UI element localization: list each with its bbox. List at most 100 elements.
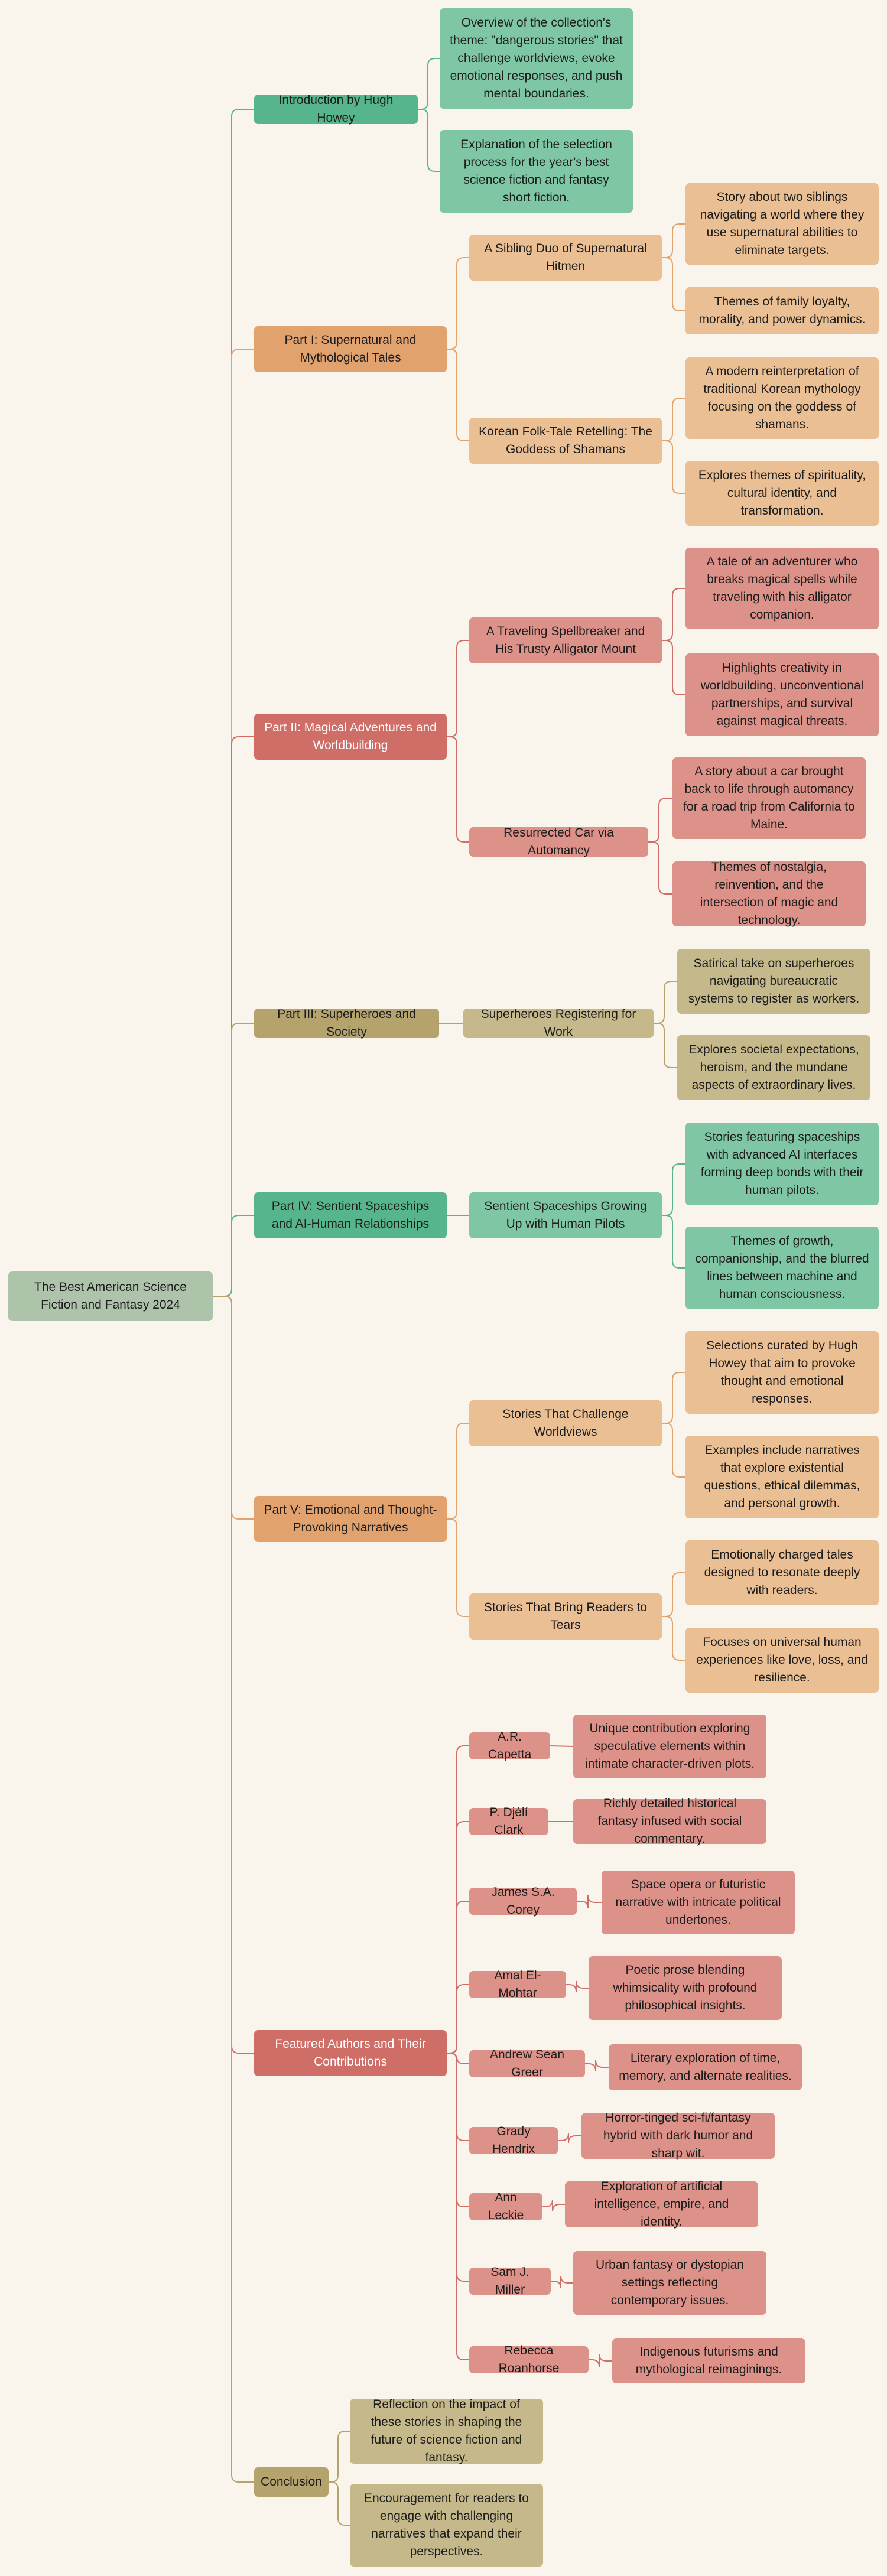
topic-connector-2-0-1 (662, 640, 685, 695)
detail-examples-include-narratives-that-explore-label: Examples include narratives that explore… (704, 1443, 860, 1510)
branch-part-iii-superheroes-and-society: Part III: Superheroes and Society (254, 1007, 439, 1039)
topic-connector-3-0-0 (654, 981, 677, 1024)
topic-sentient-spaceships-growing-up-with-huma: Sentient Spaceships Growing Up with Huma… (469, 1192, 662, 1238)
detail-poetic-prose-blending-whimsicality-with--label: Poetic prose blending whimsicality with … (613, 1963, 758, 2012)
detail-focuses-on-universal-human-experiences-l: Focuses on universal human experiences l… (685, 1628, 879, 1693)
root-connector-0-0 (213, 109, 254, 1297)
topic-ann-leckie-label: Ann Leckie (488, 2191, 524, 2222)
topic-james-s-a-corey: James S.A. Corey (469, 1885, 577, 1917)
detail-satirical-take-on-superheroes-navigating: Satirical take on superheroes navigating… (677, 949, 870, 1014)
detail-a-story-about-a-car-brought-back-to-life-label: A story about a car brought back to life… (683, 765, 855, 831)
branch-connector-7-1 (329, 2481, 350, 2526)
branch-connector-5-1 (447, 1518, 469, 1617)
detail-exploration-of-artificial-intelligence-e: Exploration of artificial intelligence, … (565, 2180, 758, 2229)
branch-featured-authors-and-their-contributions-label: Featured Authors and Their Contributions (275, 2037, 426, 2068)
detail-selections-curated-by-hugh-howey-that-ai: Selections curated by Hugh Howey that ai… (685, 1331, 879, 1414)
branch-connector-1-0 (447, 257, 469, 350)
detail-themes-of-nostalgia-reinvention-and-the-: Themes of nostalgia, reinvention, and th… (672, 860, 866, 927)
root-node-label: The Best American Science Fiction and Fa… (34, 1280, 187, 1312)
detail-encouragement-for-readers-to-engage-with: Encouragement for readers to engage with… (350, 2484, 543, 2567)
root-connector-7-0 (213, 1296, 254, 2483)
root-connector-1-0 (213, 349, 254, 1297)
branch-part-iii-superheroes-and-society-label: Part III: Superheroes and Society (277, 1007, 416, 1039)
branch-introduction-by-hugh-howey: Introduction by Hugh Howey (254, 93, 418, 125)
detail-selections-curated-by-hugh-howey-that-ai-label: Selections curated by Hugh Howey that ai… (706, 1339, 858, 1406)
topic-superheroes-registering-for-work-label: Superheroes Registering for Work (480, 1007, 636, 1039)
topic-grady-hendrix: Grady Hendrix (469, 2125, 558, 2156)
detail-story-about-two-siblings-navigating-a-wo: Story about two siblings navigating a wo… (685, 183, 879, 265)
branch-part-v-emotional-and-thought-provoking-n-label: Part V: Emotional and Thought-Provoking … (264, 1503, 437, 1534)
detail-highlights-creativity-in-worldbuilding-u: Highlights creativity in worldbuilding, … (685, 653, 879, 736)
topic-connector-2-1-0 (648, 798, 672, 843)
topic-connector-2-0-0 (662, 588, 685, 641)
detail-explores-themes-of-spirituality-cultural: Explores themes of spirituality, cultura… (685, 461, 879, 526)
topic-p-dj-l-clark-label: P. Djèlí Clark (489, 1806, 528, 1837)
detail-a-tale-of-an-adventurer-who-breaks-magic-label: A tale of an adventurer who breaks magic… (706, 555, 858, 622)
detail-a-modern-reinterpretation-of-traditional: A modern reinterpretation of traditional… (685, 357, 879, 439)
detail-poetic-prose-blending-whimsicality-with-: Poetic prose blending whimsicality with … (589, 1956, 782, 2020)
branch-introduction-by-hugh-howey-label: Introduction by Hugh Howey (278, 93, 394, 125)
detail-emotionally-charged-tales-designed-to-re-label: Emotionally charged tales designed to re… (704, 1548, 860, 1597)
detail-unique-contribution-exploring-speculativ: Unique contribution exploring speculativ… (573, 1715, 766, 1778)
detail-space-opera-or-futuristic-narrative-with-label: Space opera or futuristic narrative with… (615, 1878, 781, 1927)
detail-themes-of-nostalgia-reinvention-and-the--label: Themes of nostalgia, reinvention, and th… (700, 860, 839, 927)
topic-a-r-capetta: A.R. Capetta (469, 1730, 550, 1761)
detail-a-modern-reinterpretation-of-traditional-label: A modern reinterpretation of traditional… (703, 365, 861, 431)
branch-connector-6-7 (447, 2053, 469, 2282)
detail-stories-featuring-spaceships-with-advanc-label: Stories featuring spaceships with advanc… (700, 1130, 864, 1197)
branch-connector-6-8 (447, 2053, 469, 2360)
root-node: The Best American Science Fiction and Fa… (8, 1271, 213, 1321)
detail-encouragement-for-readers-to-engage-with-label: Encouragement for readers to engage with… (364, 2492, 529, 2558)
topic-sam-j-miller: Sam J. Miller (469, 2265, 551, 2297)
topic-andrew-sean-greer-label: Andrew Sean Greer (489, 2048, 565, 2079)
topic-connector-6-2-0 (577, 1895, 602, 1909)
branch-part-i-supernatural-and-mythological-tal-label: Part I: Supernatural and Mythological Ta… (284, 333, 417, 365)
topic-stories-that-bring-readers-to-tears-label: Stories That Bring Readers to Tears (483, 1601, 648, 1632)
topic-connector-2-1-1 (648, 841, 672, 895)
detail-a-story-about-a-car-brought-back-to-life: A story about a car brought back to life… (672, 757, 866, 839)
topic-connector-6-3-0 (566, 1980, 589, 1992)
topic-rebecca-roanhorse: Rebecca Roanhorse (469, 2344, 589, 2375)
branch-connector-6-0 (447, 1745, 469, 2054)
detail-unique-contribution-exploring-speculativ-label: Unique contribution exploring speculativ… (584, 1722, 755, 1771)
root-connector-6-0 (213, 1296, 254, 2054)
root-connector-5-0 (213, 1296, 254, 1520)
branch-connector-6-3 (447, 1984, 469, 2054)
branch-connector-2-1 (447, 736, 469, 843)
topic-connector-4-0-1 (662, 1215, 685, 1269)
topic-james-s-a-corey-label: James S.A. Corey (491, 1885, 555, 1917)
detail-literary-exploration-of-time-memory-and--label: Literary exploration of time, memory, an… (619, 2051, 792, 2083)
detail-indigenous-futurisms-and-mythological-re: Indigenous futurisms and mythological re… (612, 2338, 805, 2383)
detail-explanation-of-the-selection-process-for: Explanation of the selection process for… (440, 130, 633, 213)
detail-themes-of-family-loyalty-morality-and-po: Themes of family loyalty, morality, and … (685, 287, 879, 334)
detail-focuses-on-universal-human-experiences-l-label: Focuses on universal human experiences l… (696, 1635, 868, 1684)
topic-connector-6-6-0 (542, 2199, 565, 2212)
detail-exploration-of-artificial-intelligence-e-label: Exploration of artificial intelligence, … (594, 2180, 729, 2229)
detail-reflection-on-the-impact-of-these-storie-label: Reflection on the impact of these storie… (371, 2398, 522, 2464)
branch-connector-6-5 (447, 2053, 469, 2141)
topic-connector-1-1-0 (662, 398, 685, 441)
branch-part-ii-magical-adventures-and-worldbuil: Part II: Magical Adventures and Worldbui… (254, 714, 447, 760)
detail-story-about-two-siblings-navigating-a-wo-label: Story about two siblings navigating a wo… (700, 190, 865, 257)
branch-connector-5-0 (447, 1423, 469, 1520)
branch-connector-2-0 (447, 640, 469, 737)
topic-korean-folk-tale-retelling-the-goddess-o: Korean Folk-Tale Retelling: The Goddess … (469, 418, 662, 464)
topic-a-r-capetta-label: A.R. Capetta (488, 1730, 532, 1761)
branch-connector-6-6 (447, 2053, 469, 2207)
branch-part-v-emotional-and-thought-provoking-n: Part V: Emotional and Thought-Provoking … (254, 1496, 447, 1542)
topic-grady-hendrix-label: Grady Hendrix (492, 2125, 535, 2156)
branch-connector-6-4 (447, 2053, 469, 2064)
topic-stories-that-bring-readers-to-tears: Stories That Bring Readers to Tears (469, 1593, 662, 1640)
detail-explores-themes-of-spirituality-cultural-label: Explores themes of spirituality, cultura… (698, 469, 866, 518)
topic-ann-leckie: Ann Leckie (469, 2191, 542, 2222)
detail-examples-include-narratives-that-explore: Examples include narratives that explore… (685, 1436, 879, 1518)
topic-connector-4-0-0 (662, 1163, 685, 1216)
topic-connector-1-1-1 (662, 440, 685, 494)
topic-sam-j-miller-label: Sam J. Miller (490, 2265, 529, 2297)
detail-horror-tinged-sci-fi-fantasy-hybrid-with: Horror-tinged sci-fi/fantasy hybrid with… (581, 2111, 775, 2160)
branch-connector-6-2 (447, 1901, 469, 2054)
topic-a-traveling-spellbreaker-and-his-trusty-: A Traveling Spellbreaker and His Trusty … (469, 617, 662, 663)
detail-themes-of-family-loyalty-morality-and-po-label: Themes of family loyalty, morality, and … (698, 295, 866, 326)
